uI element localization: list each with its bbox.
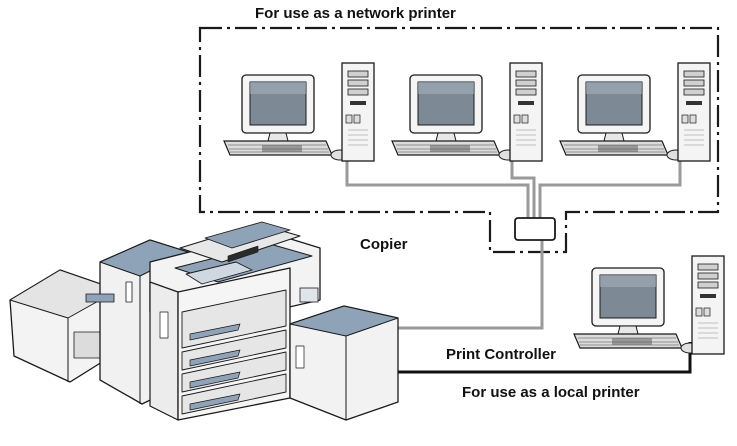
copier-label: Copier	[360, 236, 408, 253]
copier-machine	[9, 221, 399, 421]
network-computer-1	[223, 62, 375, 162]
network-computer-3	[559, 62, 711, 162]
print-controller-unit	[299, 287, 319, 303]
local-printer-title: For use as a local printer	[462, 384, 640, 401]
network-printer-title: For use as a network printer	[255, 5, 456, 22]
network-boundary	[198, 26, 720, 254]
network-computer-2	[391, 62, 543, 162]
network-hub	[514, 217, 556, 241]
local-computer	[573, 255, 725, 355]
print-controller-label: Print Controller	[446, 346, 557, 363]
network-cables	[345, 157, 682, 330]
